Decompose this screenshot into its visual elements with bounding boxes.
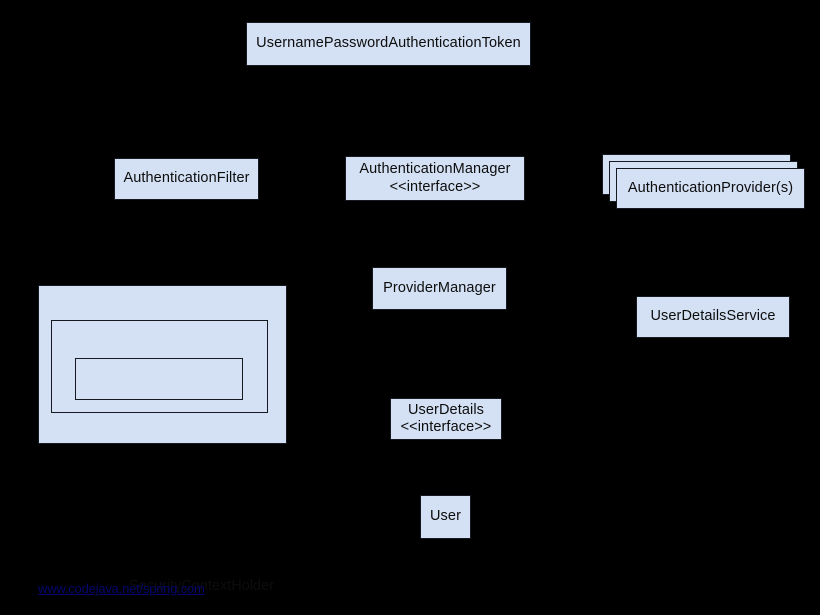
node-provider-manager: ProviderManager — [372, 267, 507, 310]
container-authentication: Authentication — [75, 358, 243, 400]
node-user-details-service: UserDetailsService — [636, 296, 790, 338]
label-security-context-holder: SecurityContextHolder — [128, 578, 275, 594]
watermark-link[interactable]: www.codejava.net/spring.com — [38, 581, 205, 596]
node-username-password-authentication-token: UsernamePasswordAuthenticationToken — [246, 22, 531, 66]
node-user-details: UserDetails <<interface>> — [390, 398, 502, 440]
node-authentication-providers: AuthenticationProvider(s) — [616, 168, 805, 209]
node-user: User — [420, 495, 471, 539]
node-authentication-filter: AuthenticationFilter — [114, 158, 259, 200]
node-authentication-manager: AuthenticationManager <<interface>> — [345, 156, 525, 201]
